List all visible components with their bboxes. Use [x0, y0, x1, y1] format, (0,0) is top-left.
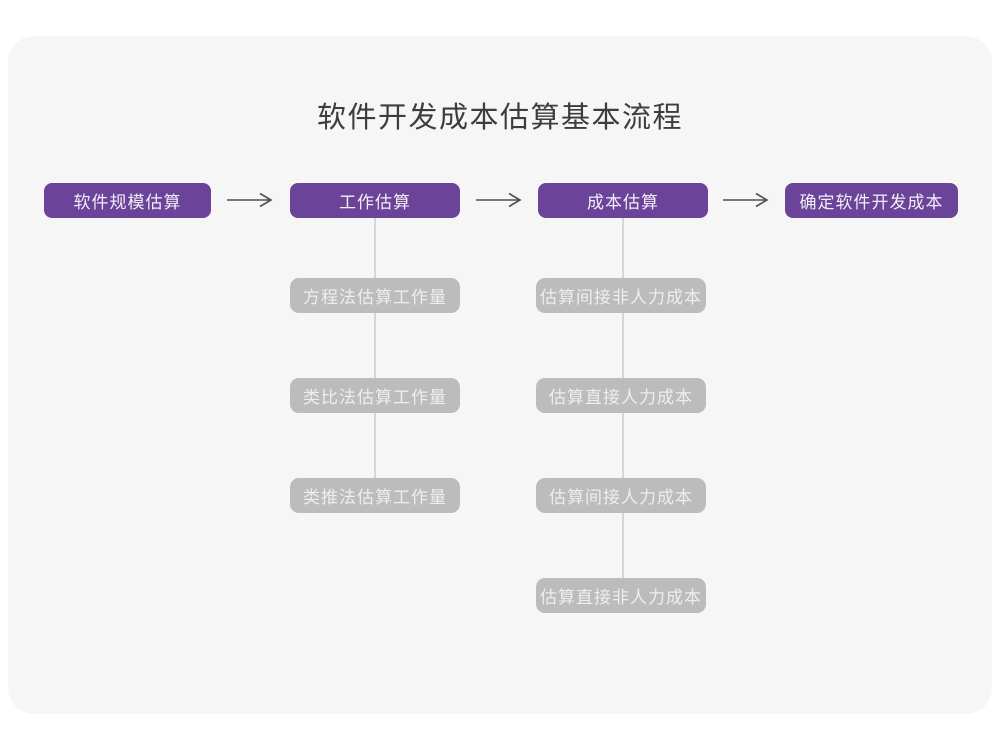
flow-node-work-estimation: 工作估算 [290, 183, 460, 218]
sub-node-label: 类推法估算工作量 [303, 488, 447, 507]
sub-node-label: 估算间接非人力成本 [540, 288, 702, 307]
arrow-right-icon [226, 192, 274, 208]
sub-node-equation-method: 方程法估算工作量 [290, 278, 460, 313]
sub-node-label: 方程法估算工作量 [303, 288, 447, 307]
flow-node-software-scale-estimation: 软件规模估算 [44, 183, 211, 218]
sub-node-extrapolation-method: 类推法估算工作量 [290, 478, 460, 513]
sub-node-indirect-non-labor-cost: 估算间接非人力成本 [536, 278, 706, 313]
sub-node-direct-non-labor-cost: 估算直接非人力成本 [536, 578, 706, 613]
diagram-card [8, 36, 992, 714]
flow-node-determine-development-cost: 确定软件开发成本 [785, 183, 958, 218]
sub-node-label: 估算直接非人力成本 [540, 588, 702, 607]
sub-node-label: 估算间接人力成本 [549, 488, 693, 507]
flow-node-label: 软件规模估算 [73, 193, 182, 212]
flow-node-cost-estimation: 成本估算 [538, 183, 708, 218]
arrow-right-icon [475, 192, 523, 208]
connector-line-work [374, 218, 376, 480]
flow-node-label: 确定软件开发成本 [799, 193, 944, 212]
sub-node-label: 估算直接人力成本 [549, 388, 693, 407]
sub-node-analogy-method: 类比法估算工作量 [290, 378, 460, 413]
flow-node-label: 成本估算 [587, 193, 659, 212]
flow-node-label: 工作估算 [339, 193, 411, 212]
sub-node-direct-labor-cost: 估算直接人力成本 [536, 378, 706, 413]
arrow-right-icon [722, 192, 770, 208]
sub-node-label: 类比法估算工作量 [303, 388, 447, 407]
page-title: 软件开发成本估算基本流程 [316, 102, 683, 134]
sub-node-indirect-labor-cost: 估算间接人力成本 [536, 478, 706, 513]
